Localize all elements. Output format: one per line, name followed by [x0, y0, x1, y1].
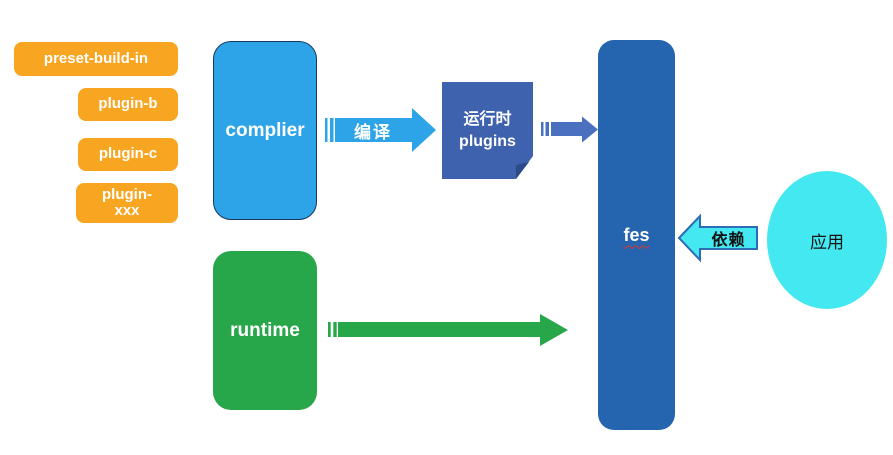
- badge-plugin-c: plugin-c: [78, 138, 178, 171]
- depend-arrow-label: 依赖: [711, 232, 746, 249]
- fes-node-label: fes: [623, 224, 650, 245]
- badge-plugin-xxx-label: plugin-xxx: [102, 185, 152, 219]
- compile-arrow-label: 编译: [354, 122, 392, 142]
- badge-plugin-b: plugin-b: [78, 88, 178, 121]
- runtime-plugins-note: [442, 82, 533, 179]
- fes-node: fes: [598, 40, 675, 430]
- runtime-to-fes-arrow-shape: [328, 314, 568, 346]
- runtime-plugins-label: 运行时 plugins: [442, 82, 533, 179]
- badge-plugin-xxx: plugin-xxx: [76, 183, 178, 223]
- badge-preset-build-in-label: preset-build-in: [43, 49, 149, 67]
- runtime-node: runtime: [213, 251, 317, 410]
- compiler-node-label: complier: [225, 119, 305, 141]
- plugins-to-fes-arrow-icon: [541, 116, 598, 143]
- depend-arrow-shape: [677, 213, 758, 263]
- badge-preset-build-in: preset-build-in: [14, 42, 178, 76]
- app-node: 应用: [767, 171, 887, 309]
- plugins-to-fes-arrow-shape: [541, 116, 598, 143]
- app-node-label: 应用: [810, 232, 844, 252]
- runtime-to-fes-arrow-icon: [328, 314, 568, 346]
- badge-plugin-b-label: plugin-b: [98, 95, 158, 113]
- compile-arrow-shape: [325, 108, 436, 152]
- runtime-plugins-label-line1: 运行时: [463, 110, 512, 128]
- compiler-node: complier: [213, 41, 317, 220]
- runtime-node-label: runtime: [230, 319, 300, 341]
- runtime-plugins-note-fold: [516, 162, 529, 179]
- runtime-plugins-label-line2: plugins: [459, 132, 516, 150]
- runtime-plugins-note-shape: [442, 82, 533, 179]
- depend-arrow-icon: [677, 213, 758, 263]
- badge-plugin-c-label: plugin-c: [98, 145, 158, 163]
- compile-arrow-icon: [325, 108, 436, 152]
